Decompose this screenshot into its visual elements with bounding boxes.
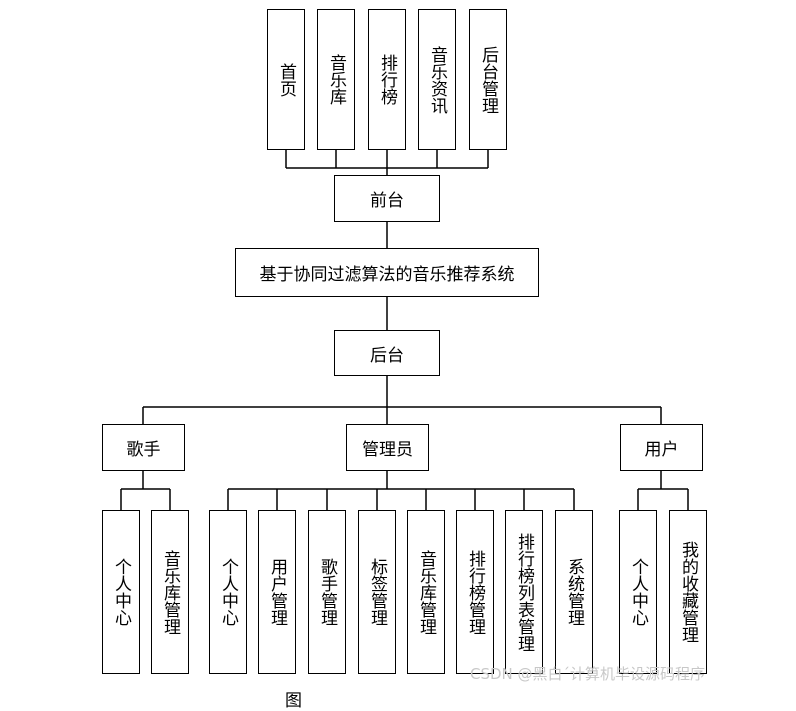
admin-item-system-mgmt: 系统管理 [555, 510, 593, 674]
figure-caption: 图 [285, 691, 302, 711]
admin-item-tag-mgmt: 标签管理 [358, 510, 396, 674]
user-item-personal-center: 个人中心 [619, 510, 657, 674]
front-page-home: 首页 [267, 9, 305, 150]
role-admin: 管理员 [346, 424, 429, 471]
singer-item-music-library-mgmt: 音乐库管理 [151, 510, 189, 674]
role-user: 用户 [620, 424, 703, 471]
admin-item-singer-mgmt: 歌手管理 [308, 510, 346, 674]
front-page-music-library: 音乐库 [317, 9, 355, 150]
admin-item-music-library-mgmt: 音乐库管理 [407, 510, 445, 674]
front-page-ranking: 排行榜 [368, 9, 406, 150]
backend-node: 后台 [334, 330, 440, 376]
admin-item-user-mgmt: 用户管理 [258, 510, 296, 674]
system-title-node: 基于协同过滤算法的音乐推荐系统 [235, 248, 539, 297]
connector-lines [120, 150, 689, 510]
admin-item-ranking-mgmt: 排行榜管理 [456, 510, 494, 674]
front-page-music-news: 音乐资讯 [418, 9, 456, 150]
admin-item-ranking-list-mgmt: 排行榜列表管理 [505, 510, 543, 674]
role-singer: 歌手 [102, 424, 185, 471]
front-page-backend-admin: 后台管理 [469, 9, 507, 150]
singer-item-personal-center: 个人中心 [102, 510, 140, 674]
user-item-favorites-mgmt: 我的收藏管理 [669, 510, 707, 674]
frontend-node: 前台 [334, 175, 440, 222]
watermark: CSDN @黑白´计算机毕设源码程序 [470, 665, 706, 683]
admin-item-personal-center: 个人中心 [209, 510, 247, 674]
